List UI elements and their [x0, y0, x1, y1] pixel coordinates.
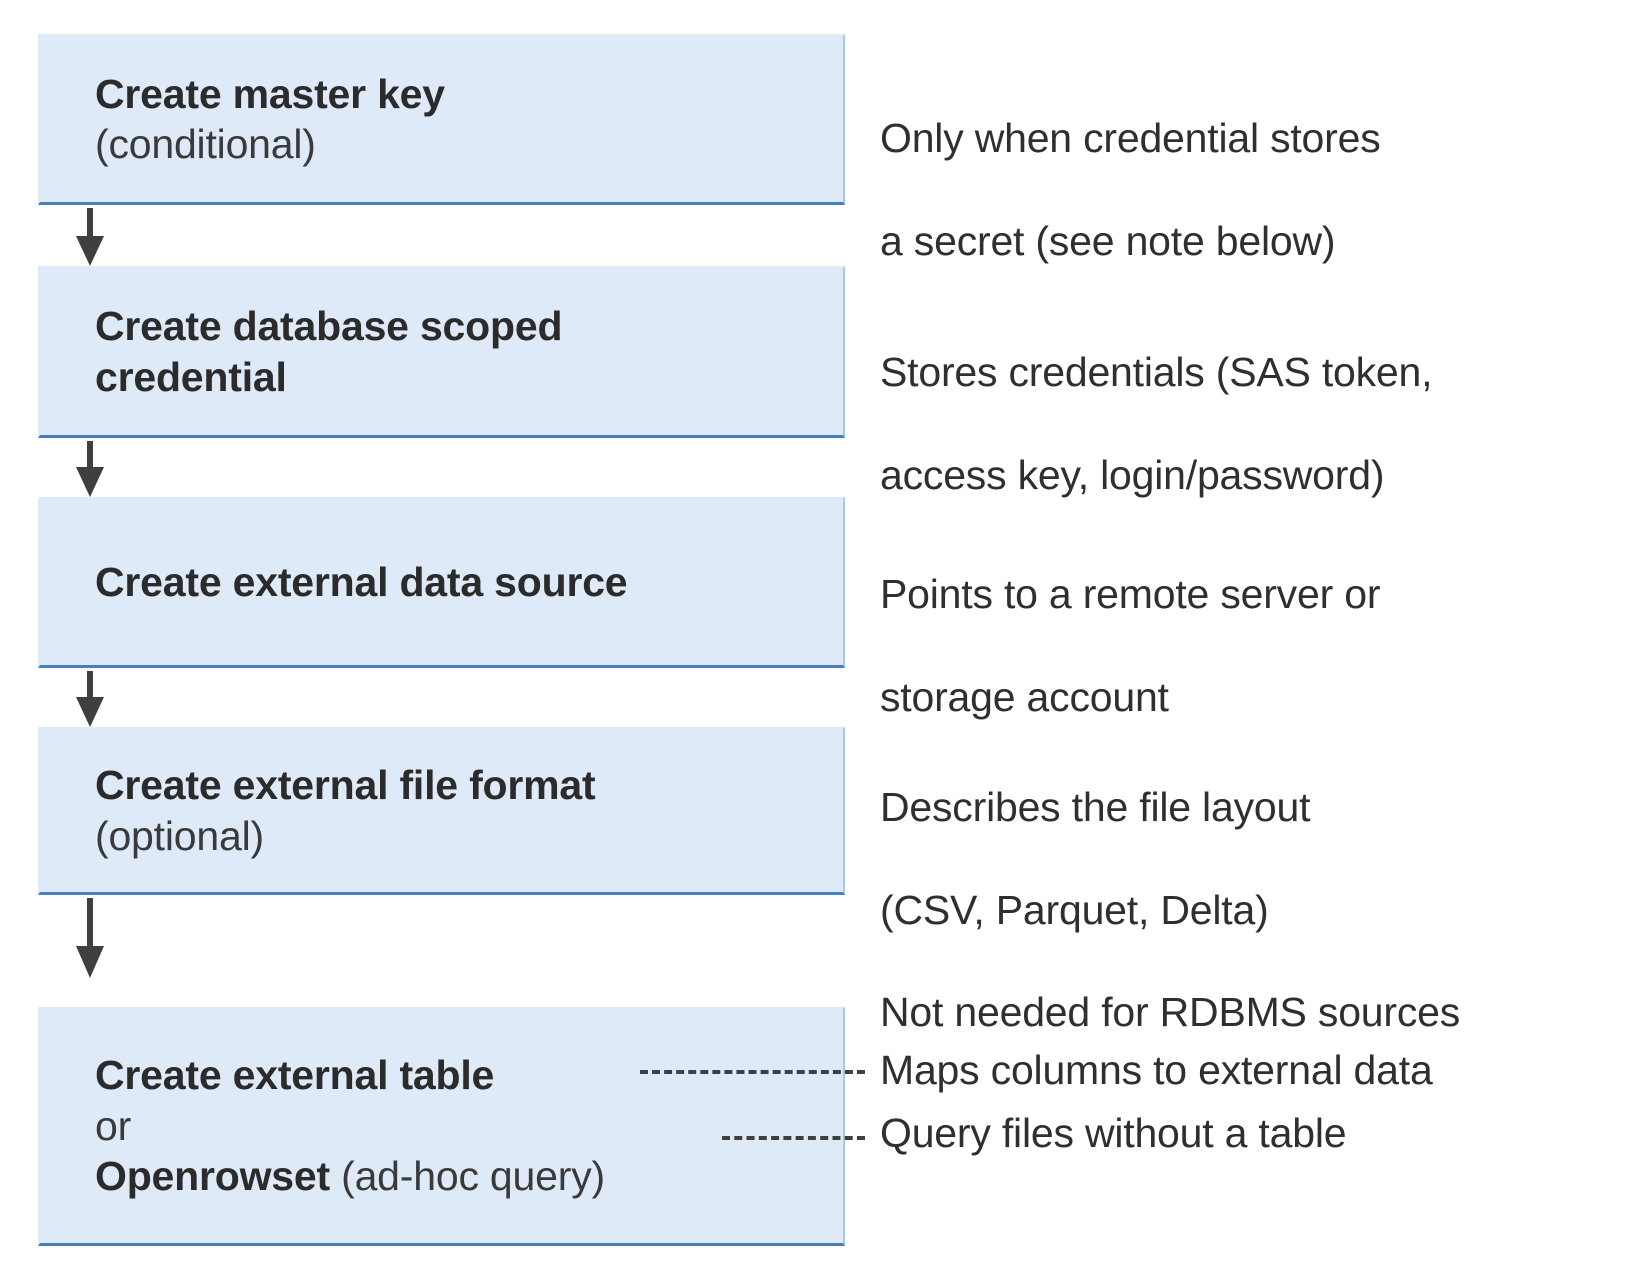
note-external-data-source: Points to a remote server or storage acc…: [880, 518, 1380, 774]
step-box-external-table[interactable]: Create external table or Openrowset (ad-…: [38, 1007, 845, 1246]
step-box-external-table-content: Create external table or Openrowset (ad-…: [40, 1050, 843, 1201]
step-box-scoped-credential-content: Create database scoped credential: [40, 301, 843, 402]
note-master-key: Only when credential stores a secret (se…: [880, 62, 1381, 318]
note-scoped-credential-line-2: access key, login/password): [880, 451, 1385, 498]
step-box-scoped-credential[interactable]: Create database scoped credential: [38, 266, 845, 438]
step-title-master-key: Create master key: [95, 70, 445, 117]
step-box-external-data-source-content: Create external data source: [40, 557, 843, 607]
step-subtitle-master-key: (conditional): [95, 121, 316, 167]
note-master-key-line-1: Only when credential stores: [880, 115, 1381, 162]
note-external-table: Maps columns to external data: [880, 1047, 1433, 1093]
step-title-scoped-credential: Create database scoped: [95, 303, 563, 350]
note-external-data-source-line-2: storage account: [880, 673, 1169, 720]
note-master-key-line-2: a secret (see note below): [880, 217, 1336, 264]
step-or-label: or: [95, 1102, 132, 1149]
note-external-data-source-line-1: Points to a remote server or: [880, 571, 1381, 618]
note-scoped-credential-line-1: Stores credentials (SAS token,: [880, 349, 1433, 396]
step-title-openrowset-suffix: (ad-hoc query): [329, 1153, 605, 1200]
step-box-external-file-format-content: Create external file format (optional): [40, 760, 843, 861]
note-external-file-format-line-2: (CSV, Parquet, Delta): [880, 886, 1269, 933]
step-title-openrowset-row: Openrowset (ad-hoc query): [95, 1151, 833, 1201]
step-box-master-key-content: Create master key (conditional): [40, 69, 843, 170]
step-box-external-data-source[interactable]: Create external data source: [38, 497, 845, 668]
step-box-external-file-format[interactable]: Create external file format (optional): [38, 727, 845, 895]
step-title-external-table: Create external table: [95, 1052, 495, 1099]
note-openrowset: Query files without a table: [880, 1110, 1347, 1156]
step-title-external-file-format: Create external file format: [95, 762, 596, 809]
note-scoped-credential: Stores credentials (SAS token, access ke…: [880, 296, 1433, 552]
step-box-master-key[interactable]: Create master key (conditional): [38, 34, 845, 205]
note-external-file-format-line-1: Describes the file layout: [880, 784, 1311, 831]
note-external-file-format: Describes the file layout (CSV, Parquet,…: [880, 731, 1460, 1090]
step-title-openrowset: Openrowset: [95, 1153, 330, 1200]
dashed-connector-external-table: [640, 1070, 865, 1074]
step-title-external-data-source: Create external data source: [95, 558, 628, 605]
step-subtitle-external-file-format: (optional): [95, 812, 264, 859]
step-title-scoped-credential-line2: credential: [95, 353, 287, 400]
note-external-file-format-line-3: Not needed for RDBMS sources: [880, 989, 1461, 1036]
dashed-connector-openrowset: [722, 1136, 865, 1140]
